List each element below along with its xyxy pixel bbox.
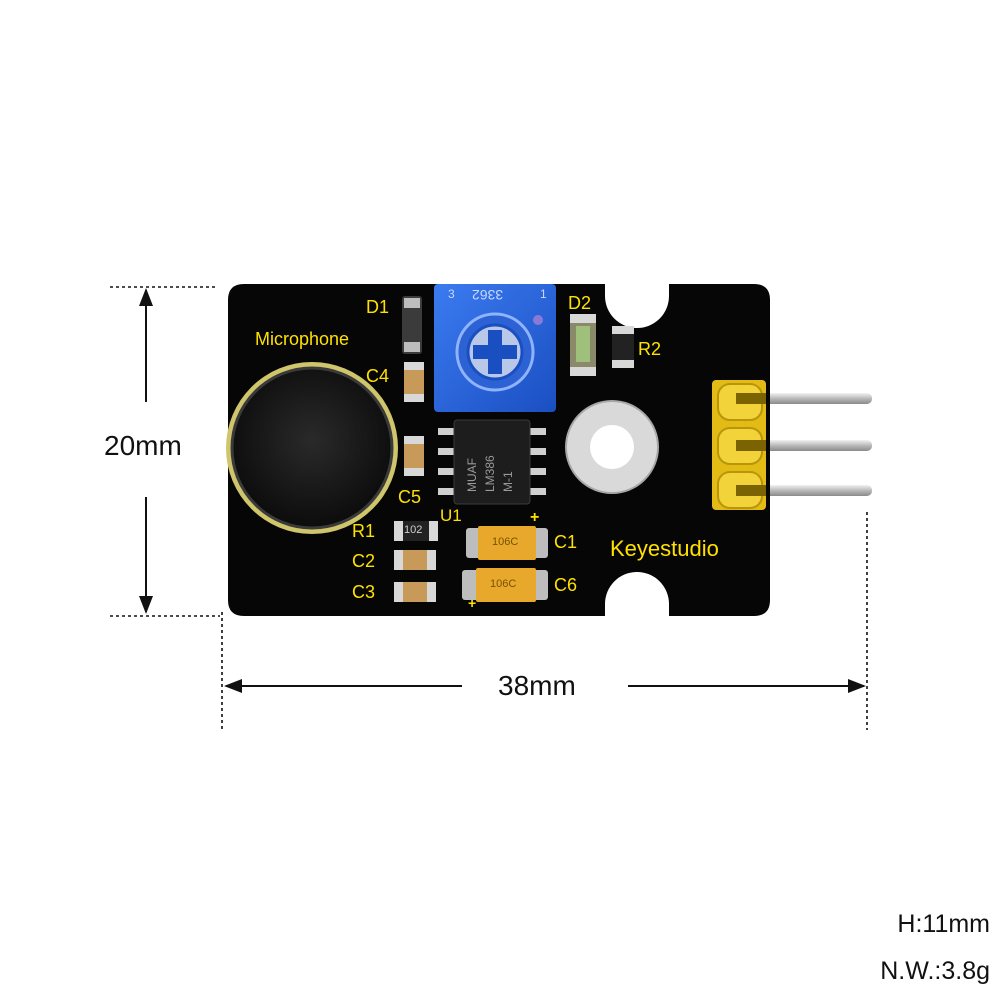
microphone: [226, 362, 398, 534]
c4-silk-label: C4: [366, 366, 390, 386]
c5-silk-label: C5: [398, 487, 422, 507]
resistor-r2: [612, 326, 634, 368]
c1-polarity-mark: +: [530, 509, 540, 526]
pin-2: [750, 440, 872, 451]
d2-silk-label: D2: [568, 293, 592, 313]
potentiometer-pin-left: 3: [448, 287, 455, 301]
capacitor-c4: [404, 362, 424, 402]
pin-header: [712, 380, 766, 510]
height-dimension: [110, 286, 220, 617]
height-arrowhead-bottom: [139, 596, 153, 614]
capacitor-c2: [394, 550, 436, 570]
diode-d1: [402, 296, 422, 354]
c1-marking: 106C: [492, 536, 519, 548]
pin-1: [750, 393, 872, 404]
chip-marking-group: MUAF LM386 M-1: [454, 426, 530, 498]
r2-silk-label: R2: [638, 339, 662, 359]
r1-silk-label: R1: [352, 521, 376, 541]
capacitor-c3: [394, 582, 436, 602]
capacitor-c5: [404, 436, 424, 476]
potentiometer-marking: 3362: [472, 287, 504, 303]
microphone-silk-label: Microphone: [255, 329, 350, 349]
mounting-hole: [565, 400, 659, 494]
c2-silk-label: C2: [352, 551, 376, 571]
c1-silk-label: C1: [554, 532, 578, 552]
resistor-r1: [394, 521, 438, 541]
amplifier-chip: [438, 419, 546, 505]
pin-3: [750, 485, 872, 496]
c6-marking: 106C: [490, 578, 517, 590]
led-d2: [570, 314, 596, 376]
height-dimension-label: 20mm: [104, 430, 182, 461]
c3-silk-label: C3: [352, 582, 376, 602]
r1-marking: 102: [404, 524, 423, 536]
c6-polarity-mark: +: [468, 595, 477, 611]
brand-silk-label: Keyestudio: [610, 536, 719, 561]
d1-silk-label: D1: [366, 297, 390, 317]
header-pins: [750, 393, 872, 496]
width-arrowhead-left: [224, 679, 242, 693]
capacitor-c6: [462, 568, 548, 602]
potentiometer-pin-right: 1: [540, 287, 547, 301]
potentiometer: [434, 284, 556, 412]
c6-silk-label: C6: [554, 575, 578, 595]
spec-net-weight: N.W.:3.8g: [880, 957, 990, 985]
u1-silk-label: U1: [440, 506, 462, 525]
spec-height: H:11mm: [897, 910, 990, 938]
width-dimension-label: 38mm: [498, 670, 576, 701]
chip-marking-line1: MUAF: [465, 458, 479, 492]
chip-marking-line3: M-1: [501, 471, 515, 492]
width-arrowhead-right: [848, 679, 866, 693]
width-dimension: [221, 512, 868, 730]
height-arrowhead-top: [139, 288, 153, 306]
capacitor-c1: [466, 526, 548, 560]
chip-marking-line2: LM386: [483, 455, 497, 492]
